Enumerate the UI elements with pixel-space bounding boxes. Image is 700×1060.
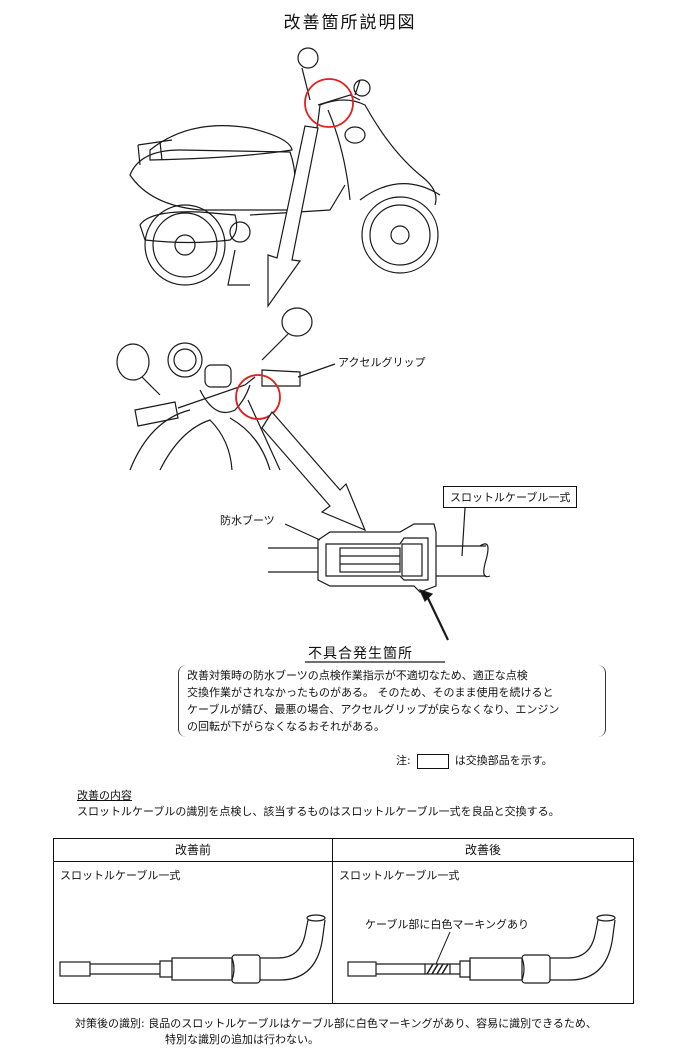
legend-box: [416, 753, 449, 769]
scooter-illustration: [129, 47, 441, 286]
description-line: の回転が下がらなくなるおそれがある。: [187, 720, 385, 733]
improvement-body: スロットルケーブルの識別を点検し、該当するものはスロットルケーブル一式を良品と交…: [77, 805, 560, 818]
cable-drawing-before: [59, 914, 326, 984]
after-column: 改善後 スロットルケーブル一式: [333, 839, 633, 1003]
before-column: 改善前 スロットルケーブル一式: [54, 839, 333, 1003]
before-header: 改善前: [54, 839, 332, 862]
note-suffix: は交換部品を示す。: [454, 754, 553, 767]
defect-description: 改善対策時の防水ブーツの点検作業指示が不適切なため、適正な点検 交換作業がされな…: [178, 665, 606, 737]
description-line: ケーブルが錆び、最悪の場合、アクセルグリップが戻らなくなり、エンジン: [187, 703, 560, 716]
improvement-heading: 改善の内容: [77, 789, 132, 802]
defect-location-title: 不具合発生箇所: [308, 646, 413, 662]
after-header: 改善後: [333, 839, 633, 862]
description-line: 改善対策時の防水ブーツの点検作業指示が不適切なため、適正な点検: [187, 669, 528, 682]
throttle-cable-assy-label: スロットルケーブル一式: [443, 486, 578, 508]
description-line: 交換作業がされなかったものがある。 そのため、そのまま使用を続けると: [187, 686, 554, 699]
accel-grip-label: アクセルグリップ: [338, 356, 426, 369]
cable-drawing-after: [347, 914, 616, 984]
comparison-table: 改善前 スロットルケーブル一式 改善後 スロットルケーブル一式: [53, 838, 634, 1004]
legend-note: 注: は交換部品を示す。: [396, 752, 553, 769]
note-prefix: 注:: [396, 754, 411, 767]
waterproof-boot-illustration: [268, 507, 491, 593]
white-marking-label: ケーブル部に白色マーキングあり: [365, 918, 530, 931]
footer-line-2: 特別な識別の追加は行わない。: [165, 1033, 319, 1046]
zoom-arrow-1: [267, 125, 319, 308]
zoom-arrow-2: [261, 410, 367, 532]
page-title: 改善箇所説明図: [283, 13, 417, 33]
after-cable-label: スロットルケーブル一式: [339, 869, 460, 882]
waterproof-boot-label: 防水ブーツ: [220, 514, 275, 527]
defect-arrow: [418, 588, 449, 641]
handlebar-illustration: [116, 307, 336, 471]
footer-line-1: 対策後の識別: 良品のスロットルケーブルはケーブル部に白色マーキングがあり、容易…: [75, 1017, 597, 1030]
before-cable-label: スロットルケーブル一式: [60, 869, 181, 882]
